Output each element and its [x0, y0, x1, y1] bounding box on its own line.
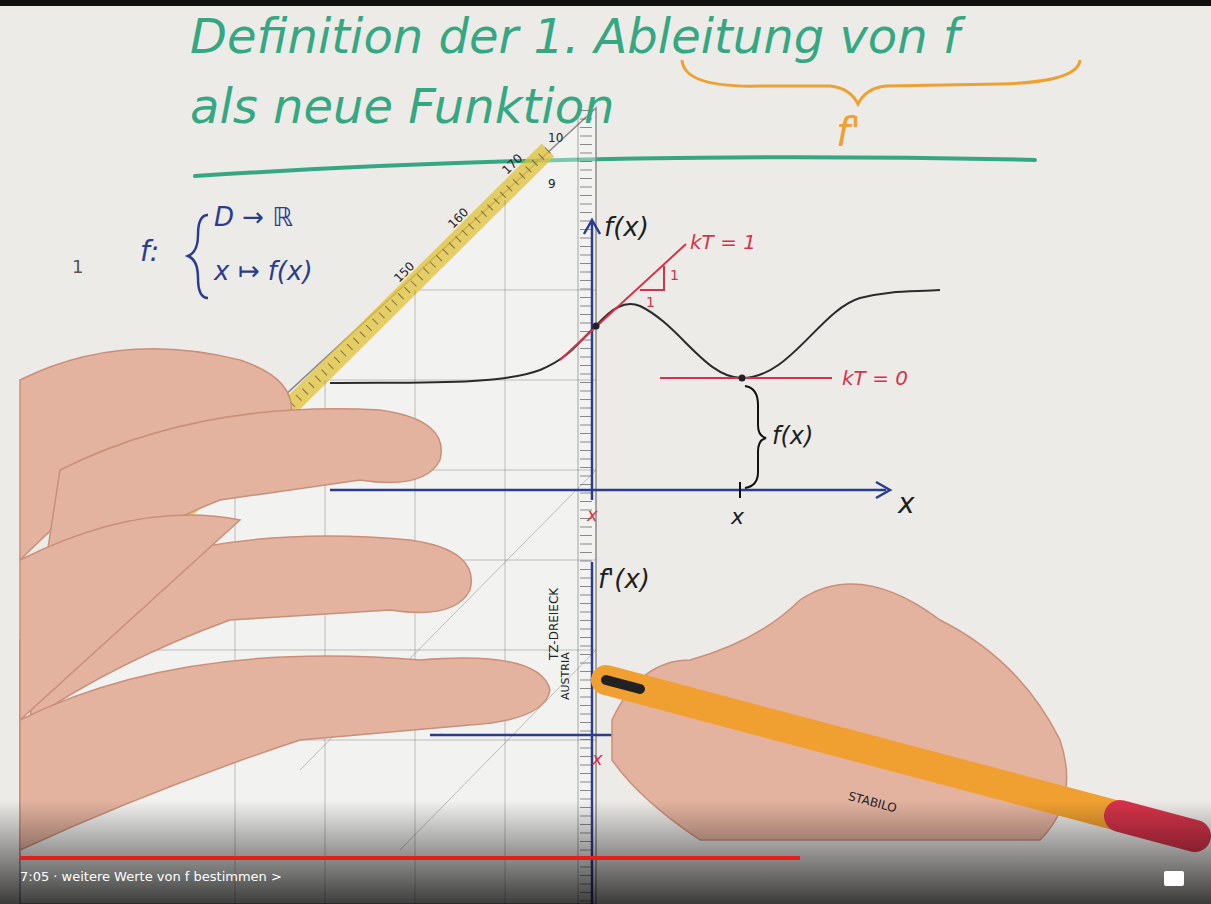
set-square	[20, 108, 596, 904]
axis-arrow	[876, 482, 890, 498]
derivative-symbol: f'	[836, 112, 861, 152]
axis-label: x	[898, 490, 915, 518]
brand-text: AUSTRIA	[560, 652, 571, 700]
slope-label: kT = 1	[690, 232, 756, 252]
tangent	[560, 244, 686, 360]
tick	[739, 482, 741, 498]
ruler-number: 9	[548, 178, 556, 190]
slope-number: 1	[670, 268, 679, 282]
grid	[20, 200, 596, 904]
tangent	[660, 377, 832, 379]
brace	[188, 215, 208, 298]
chapter-title: 7:05 · weitere Werte von f bestimmen >	[20, 870, 282, 883]
point-label: x	[592, 750, 603, 768]
point	[593, 323, 600, 330]
point	[739, 375, 746, 382]
point-label: x	[587, 506, 598, 524]
assignment: x ↦ f(x)	[214, 258, 313, 284]
progress-track	[20, 856, 1191, 860]
underline	[195, 157, 1035, 176]
slope-number: 1	[646, 295, 655, 309]
domain-map: D → ℝ	[214, 204, 293, 230]
axis-label: f'(x)	[598, 566, 650, 592]
video-bar	[0, 800, 1211, 904]
cc-icon	[1164, 871, 1184, 886]
x-axis	[330, 489, 886, 492]
brace	[682, 60, 1080, 104]
hand	[20, 349, 550, 850]
mark: 1	[72, 258, 83, 276]
ruler-line	[578, 110, 579, 904]
x-axis	[430, 734, 620, 737]
bracket	[745, 386, 766, 488]
ruler-number: 10	[548, 132, 563, 144]
function-name: f:	[140, 238, 159, 266]
slope-triangle	[640, 266, 664, 290]
point-label: x	[731, 506, 744, 528]
frame-edge	[0, 0, 1211, 6]
subtitle: als neue Funktion	[190, 82, 614, 130]
brand-text: TZ-DREIECK	[548, 588, 560, 660]
progress	[20, 856, 800, 860]
axis-label: f(x)	[604, 214, 649, 240]
y-axis	[591, 222, 594, 500]
slope-label: kT = 0	[842, 368, 908, 388]
title: Definition der 1. Ableitung von f	[190, 12, 960, 60]
value-label: f(x)	[772, 424, 813, 448]
axis-arrow	[584, 220, 600, 234]
